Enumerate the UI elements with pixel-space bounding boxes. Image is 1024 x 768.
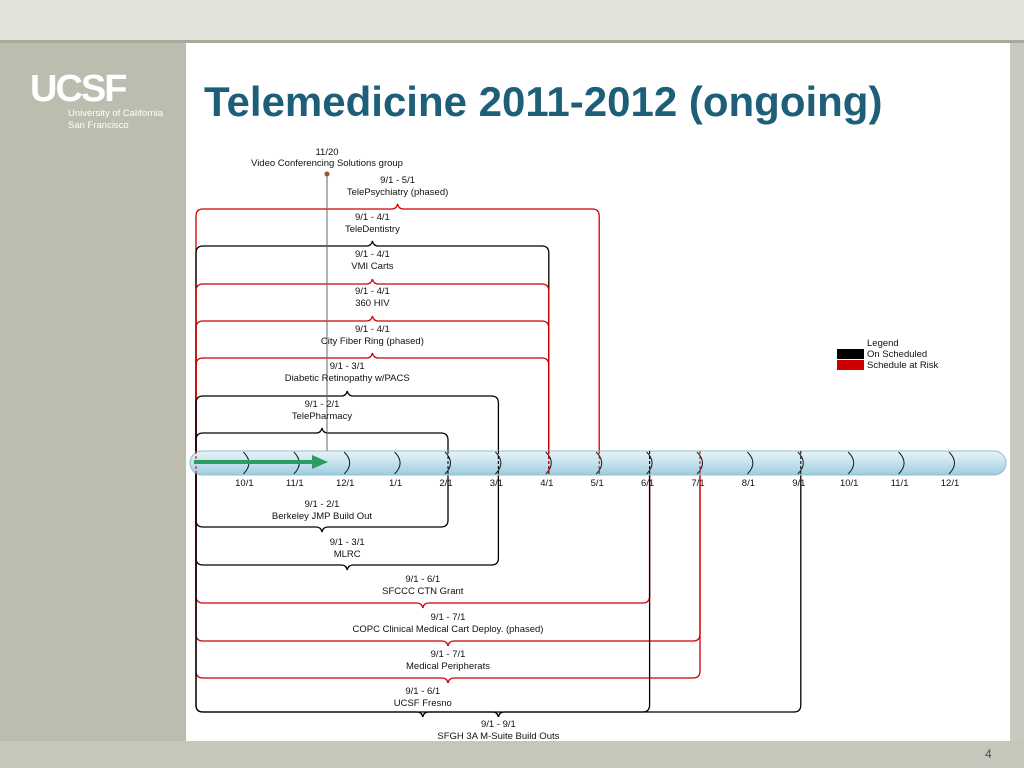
milestone-dot: [324, 171, 330, 177]
task-bracket: [195, 203, 600, 463]
task-name: MLRC: [334, 549, 361, 560]
task-name: Medical Peripherats: [406, 661, 490, 672]
legend-title: Legend: [867, 338, 899, 349]
task-bracket: [195, 463, 500, 571]
milestone-date: 11/20: [315, 147, 338, 158]
milestone-name: Video Conferencing Solutions group: [251, 158, 403, 169]
segment-divider: [545, 451, 552, 475]
top-divider: [0, 40, 1024, 43]
task-name: TelePsychiatry (phased): [347, 187, 448, 198]
page-number: 4: [985, 747, 992, 761]
task-name: 360 HIV: [355, 298, 390, 309]
logo-line-1: University of California: [68, 108, 164, 119]
slide-content-area: [186, 43, 1010, 741]
bottom-band: [0, 741, 1024, 768]
ucsf-logo: UCSF University of California San Franci…: [30, 70, 163, 132]
segment-divider: [343, 451, 351, 475]
task-dates: 9/1 - 4/1: [355, 249, 390, 260]
legend-on-label: On Scheduled: [867, 349, 927, 360]
task-name: UCSF Fresno: [394, 698, 452, 709]
legend-risk-swatch: [837, 360, 864, 370]
task-bracket: [195, 463, 651, 609]
task-dates: 9/1 - 5/1: [380, 175, 415, 186]
task-dates: 9/1 - 2/1: [305, 399, 340, 410]
task-bracket: [195, 463, 449, 533]
segment-divider: [696, 451, 703, 475]
tick-label: 11/1: [286, 478, 304, 489]
task-name: SFGH 3A M-Suite Build Outs: [437, 731, 559, 742]
segment-divider: [797, 451, 804, 475]
task-dates: 9/1 - 7/1: [431, 649, 466, 660]
tick-label: 7/1: [691, 478, 704, 489]
segment-divider: [394, 451, 401, 475]
task-bracket: [195, 352, 550, 463]
task-name: SFCCC CTN Grant: [382, 586, 464, 597]
tick-label: 4/1: [540, 478, 553, 489]
task-dates: 9/1 - 9/1: [481, 719, 516, 730]
segment-divider: [847, 451, 855, 475]
task-dates: 9/1 - 2/1: [305, 499, 340, 510]
task-bracket: [195, 463, 701, 647]
task-bracket: [195, 278, 550, 463]
task-dates: 9/1 - 3/1: [330, 361, 365, 372]
tick-label: 6/1: [641, 478, 654, 489]
legend: Legend On Scheduled Schedule at Risk: [837, 338, 939, 371]
task-bracket: [195, 240, 550, 463]
tick-label: 3/1: [490, 478, 503, 489]
slide-title: Telemedicine 2011-2012 (ongoing): [204, 78, 883, 125]
segment-divider: [444, 451, 451, 475]
task-name: Diabetic Retinopathy w/PACS: [285, 373, 410, 384]
task-dates: 9/1 - 4/1: [355, 212, 390, 223]
logo-mark: UCSF: [30, 68, 127, 110]
segment-divider: [646, 451, 653, 475]
task-name: COPC Clinical Medical Cart Deploy. (phas…: [353, 624, 544, 635]
top-band: [0, 0, 1024, 40]
right-strip: [1010, 43, 1024, 743]
tick-label: 5/1: [591, 478, 604, 489]
task-bracket: [195, 315, 550, 463]
legend-risk-label: Schedule at Risk: [867, 360, 939, 371]
task-bracket: [195, 463, 802, 718]
task-dates: 9/1 - 3/1: [330, 537, 365, 548]
segment-divider: [948, 451, 955, 475]
tick-label: 12/1: [336, 478, 355, 489]
tick-label: 12/1: [941, 478, 960, 489]
task-name: TelePharmacy: [292, 411, 352, 422]
task-name: City Fiber Ring (phased): [321, 336, 424, 347]
tick-label: 2/1: [439, 478, 452, 489]
task-dates: 9/1 - 4/1: [355, 286, 390, 297]
tick-label: 1/1: [389, 478, 402, 489]
progress-arrow-head: [312, 455, 328, 469]
tick-label: 8/1: [742, 478, 755, 489]
legend-on-swatch: [837, 349, 864, 359]
segment-divider: [495, 451, 502, 475]
logo-line-2: San Francisco: [68, 120, 129, 131]
task-dates: 9/1 - 4/1: [355, 324, 390, 335]
task-dates: 9/1 - 6/1: [405, 686, 440, 697]
segment-divider: [898, 451, 905, 475]
tick-label: 10/1: [840, 478, 859, 489]
segment-divider: [595, 451, 603, 475]
task-bracket: [195, 463, 701, 684]
segment-divider: [747, 451, 754, 475]
left-sidebar: [0, 43, 186, 743]
task-bracket: [195, 390, 500, 463]
task-name: Berkeley JMP Build Out: [272, 511, 373, 522]
tick-label: 10/1: [235, 478, 254, 489]
task-name: VMI Carts: [351, 261, 393, 272]
task-dates: 9/1 - 6/1: [405, 574, 440, 585]
task-name: TeleDentistry: [345, 224, 400, 235]
tick-label: 11/1: [891, 478, 909, 489]
task-dates: 9/1 - 7/1: [431, 612, 466, 623]
task-bracket: [195, 427, 449, 463]
tick-label: 9/1: [792, 478, 805, 489]
